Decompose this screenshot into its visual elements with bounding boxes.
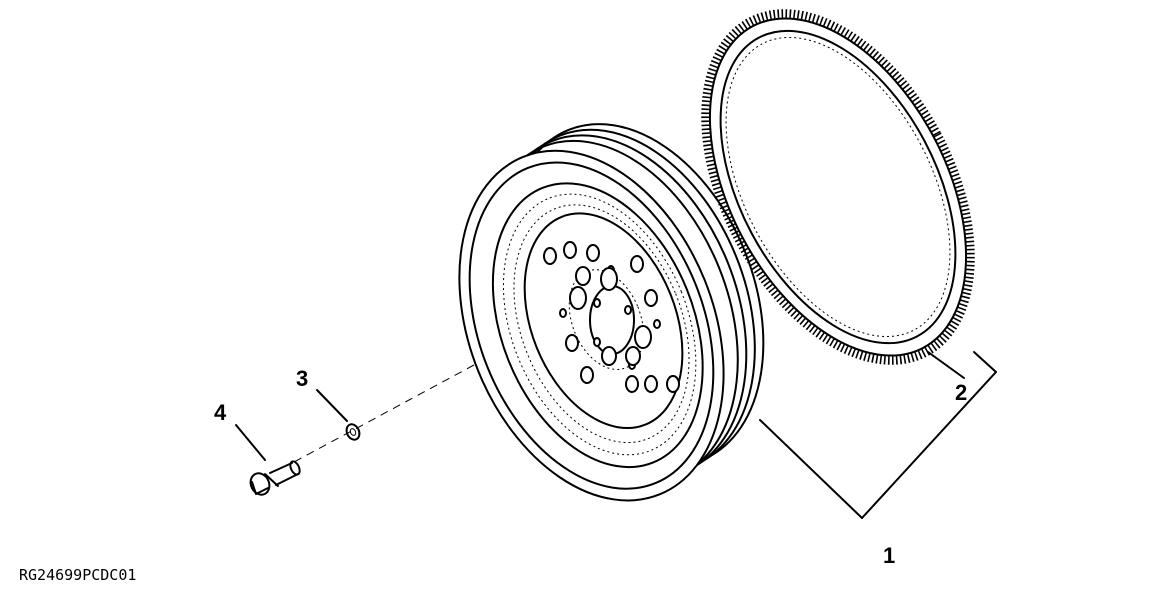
bolt	[249, 460, 301, 496]
callout-3: 3	[296, 366, 308, 391]
assembly-line	[293, 364, 475, 463]
flywheel-holes	[543, 241, 680, 393]
callout-4: 4	[214, 400, 227, 425]
flywheel	[458, 123, 765, 502]
leader-lines	[235, 351, 997, 519]
callout-2: 2	[955, 380, 967, 405]
reference-code: RG24699PCDC01	[19, 566, 136, 584]
callout-1: 1	[883, 543, 895, 568]
washer	[345, 423, 361, 441]
